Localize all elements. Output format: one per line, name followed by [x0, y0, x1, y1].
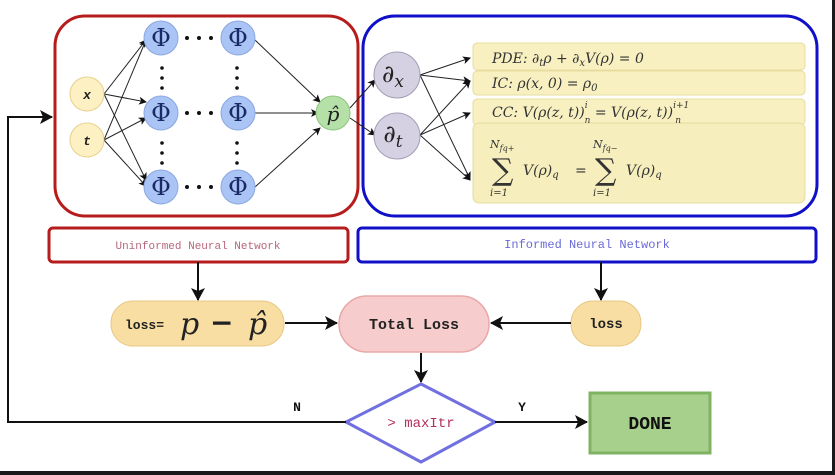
svg-text:Nfq+: Nfq+: [489, 138, 514, 153]
ic-constraint-box: [472, 70, 806, 96]
input-label-t: t: [83, 134, 91, 149]
done-node: DONE: [588, 391, 712, 455]
hidden-node: Φ: [220, 169, 256, 205]
operator-node-dt: ∂t: [373, 112, 421, 160]
flux-sum-equation: Nfq+ ∑ i=1 V(ρ)q = Nfq− ∑ i=1 V(ρ)q: [489, 138, 662, 199]
svg-text:V(ρ)q: V(ρ)q: [523, 163, 559, 181]
ellipsis-dots: [160, 36, 239, 189]
operator-input-connections: [349, 79, 376, 136]
data-loss-p: p: [180, 307, 199, 342]
svg-text:∂t: ∂t: [383, 120, 402, 152]
hidden-node: Φ: [143, 169, 179, 205]
input-node-t: t: [69, 122, 105, 158]
constraint-connections: [419, 56, 471, 181]
hidden-node-symbol: Φ: [151, 173, 171, 201]
total-loss-label: Total Loss: [369, 317, 459, 334]
done-label: DONE: [628, 415, 671, 435]
hidden-node-symbol: Φ: [151, 24, 171, 52]
hidden-node-symbol: Φ: [228, 173, 248, 201]
pde-constraint-box: [472, 42, 806, 71]
informed-network-label-box: [356, 226, 818, 264]
informed-network-label: Informed Neural Network: [504, 238, 670, 252]
input-label-x: x: [82, 88, 92, 103]
hidden-node-symbol: Φ: [228, 99, 248, 127]
decision-condition: > maxItr: [387, 416, 454, 432]
uninformed-network-frame: [53, 14, 360, 218]
svg-text:V(ρ)q: V(ρ)q: [626, 163, 662, 181]
svg-text:∑: ∑: [492, 153, 514, 188]
hidden-node: Φ: [143, 95, 179, 131]
svg-text:i=1: i=1: [490, 188, 508, 199]
hidden-node: Φ: [220, 20, 256, 56]
svg-text:i=1: i=1: [593, 188, 611, 199]
total-loss-node: Total Loss: [338, 295, 490, 353]
pde-constraint-text: PDE: ∂tρ + ∂xV(ρ) = 0: [491, 51, 644, 69]
output-connections: [254, 39, 321, 188]
yes-branch-label: Y: [518, 400, 526, 415]
hidden-node-symbol: Φ: [228, 24, 248, 52]
right-border: [832, 0, 835, 475]
operator-node-dx: ∂x: [373, 51, 421, 99]
output-node-p-hat: p̂: [315, 95, 351, 131]
physics-loss-label: loss: [589, 317, 623, 333]
input-connections: [103, 39, 147, 187]
physics-loss-node: loss: [570, 300, 642, 347]
uninformed-network-label: Uninformed Neural Network: [115, 241, 280, 253]
flux-sum-constraint-box: [472, 122, 806, 204]
svg-text:∑: ∑: [595, 153, 617, 188]
output-label: p̂: [327, 102, 340, 126]
hidden-node-symbol: Φ: [151, 99, 171, 127]
hidden-layers: Φ Φ Φ Φ Φ Φ: [143, 20, 256, 205]
no-branch-label: N: [293, 400, 301, 415]
input-node-x: x: [69, 76, 105, 112]
data-loss-node: loss= p − p̂: [110, 300, 285, 347]
ic-constraint-text: IC: ρ(x, 0) = ρ0: [491, 76, 598, 94]
svg-text:∂x: ∂x: [382, 60, 404, 92]
arrow-no-loop-back: [7, 110, 346, 423]
svg-text:Nfq−: Nfq−: [592, 138, 617, 153]
data-loss-prefix: loss=: [125, 318, 164, 333]
data-loss-phat: p̂: [248, 307, 267, 342]
data-loss-minus: −: [210, 306, 233, 339]
svg-text:=: =: [575, 163, 587, 179]
decision-diamond: [342, 382, 499, 464]
bottom-border: [0, 471, 835, 475]
hidden-node: Φ: [220, 95, 256, 131]
hidden-node: Φ: [143, 20, 179, 56]
